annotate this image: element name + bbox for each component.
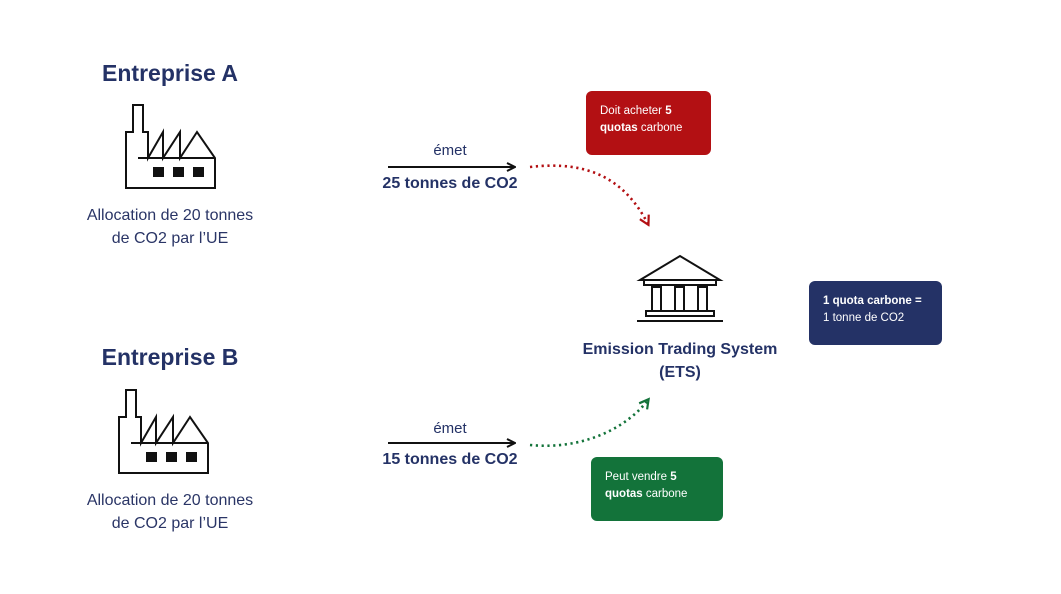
allocation-line: Allocation de 20 tonnes <box>86 492 254 509</box>
company-a-emission: 25 tonnes de CO2 <box>382 175 518 192</box>
company-a-allocation: Allocation de 20 tonnes de CO2 par l’UE <box>50 204 290 250</box>
box-number: 5 <box>665 105 672 117</box>
sell-quota-box: Peut vendre 5 quotas carbone <box>591 457 723 521</box>
company-b-verb: émet <box>433 420 467 437</box>
company-b-allocation: Allocation de 20 tonnes de CO2 par l’UE <box>50 489 290 535</box>
ets-label: Emission Trading System (ETS) <box>560 338 800 384</box>
box-text: carbone <box>642 488 688 500</box>
box-text: Peut vendre <box>605 471 671 483</box>
buy-quota-box: Doit acheter 5 quotas carbone <box>586 91 711 155</box>
box-text: carbone <box>637 122 683 134</box>
box-number: 5 <box>670 471 677 483</box>
quota-definition-bold: 1 quota carbone = <box>823 295 922 307</box>
ets-label-line: Emission Trading System <box>582 341 778 358</box>
box-bold-text: quotas <box>600 122 638 134</box>
quota-definition-text: 1 tonne de CO2 <box>823 312 905 324</box>
quota-definition-box: 1 quota carbone = 1 tonne de CO2 <box>809 281 942 345</box>
box-text: Doit acheter <box>600 105 666 117</box>
dotted-curve-arrow-icon <box>529 400 648 448</box>
company-b-emission: 15 tonnes de CO2 <box>382 451 518 468</box>
company-b-title: Entreprise B <box>101 344 239 370</box>
company-a-title: Entreprise A <box>102 60 238 86</box>
box-bold-text: quotas <box>605 488 643 500</box>
allocation-line: Allocation de 20 tonnes <box>86 207 254 224</box>
allocation-line: de CO2 par l’UE <box>111 230 229 247</box>
ets-label-line: (ETS) <box>659 364 701 381</box>
allocation-line: de CO2 par l’UE <box>111 515 229 532</box>
company-a-verb: émet <box>433 142 467 159</box>
